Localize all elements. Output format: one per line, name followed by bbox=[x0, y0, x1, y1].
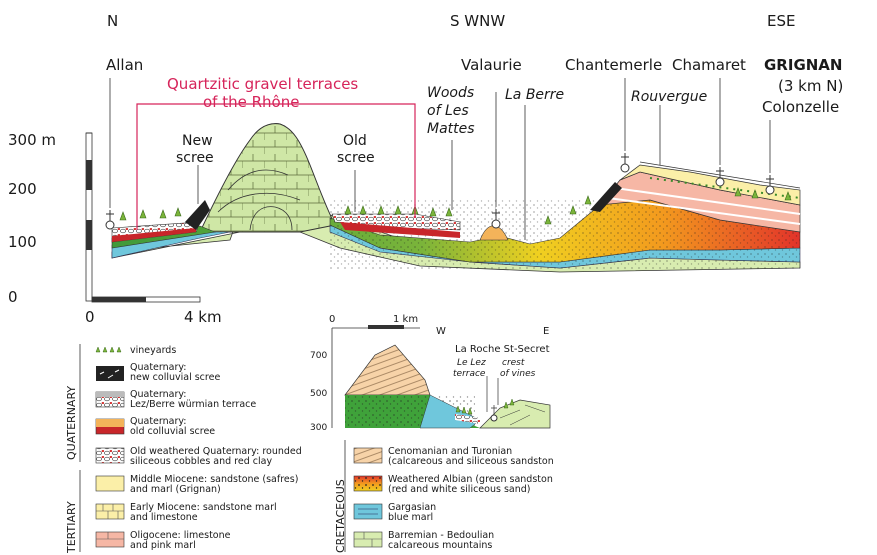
legend-barremian-1: Barremian - Bedoulian bbox=[388, 530, 494, 541]
legend-old-weathered-2: siliceous cobbles and red clay bbox=[130, 456, 272, 467]
legend-gargasian-1: Gargasian bbox=[388, 502, 436, 513]
legend-vineyards: vineyards bbox=[130, 345, 176, 356]
axis-label-0: 0 bbox=[8, 288, 18, 306]
new-scree-label-2: scree bbox=[176, 150, 214, 166]
inset-elev-500: 500 bbox=[310, 389, 327, 399]
gravel-terraces-label-2: of the Rhône bbox=[203, 93, 299, 111]
old-scree-label-1: Old bbox=[343, 133, 367, 149]
group-quaternary: QUATERNARY bbox=[65, 386, 78, 460]
scale-start-label: 0 bbox=[85, 308, 95, 326]
old-scree-label-2: scree bbox=[337, 150, 375, 166]
legend-early-miocene-1: Early Miocene: sandstone marl bbox=[130, 502, 277, 513]
legend-new-scree-1: Quaternary: bbox=[130, 362, 187, 373]
inset-crest-1: crest bbox=[502, 358, 525, 368]
place-rouvergue: Rouvergue bbox=[631, 89, 707, 105]
legend-albian-2: (red and white siliceous sand) bbox=[388, 484, 530, 495]
group-tertiary: TERTIARY bbox=[65, 501, 78, 554]
legend-cenomanian-2: (calcareous and siliceous sandston bbox=[388, 456, 554, 467]
legend-early-miocene-2: and limestone bbox=[130, 512, 198, 523]
direction-s-wnw: S WNW bbox=[450, 12, 505, 30]
anticline-mountain bbox=[199, 123, 336, 233]
legend-old-weathered-1: Old weathered Quaternary: rounded bbox=[130, 446, 302, 457]
place-grignan-distance: (3 km N) bbox=[778, 77, 843, 95]
axis-label-100: 100 bbox=[8, 233, 37, 251]
legend-swatches-left bbox=[95, 346, 125, 548]
inset-w: W bbox=[436, 326, 446, 337]
legend-albian-1: Weathered Albian (green sandston bbox=[388, 474, 553, 485]
vineyard-markers bbox=[119, 187, 792, 225]
legend-lez-terrace-2: Lez/Berre würmian terrace bbox=[130, 399, 256, 410]
inset-elev-300: 300 bbox=[310, 423, 327, 433]
place-valaurie: Valaurie bbox=[461, 56, 522, 74]
legend-middle-miocene-2: and marl (Grignan) bbox=[130, 484, 221, 495]
gravel-terraces-label-1: Quartzitic gravel terraces bbox=[167, 75, 358, 93]
place-grignan: GRIGNAN bbox=[764, 56, 842, 74]
inset-le-lez-1: Le Lez bbox=[457, 358, 486, 368]
inset-elev-700: 700 bbox=[310, 351, 327, 361]
inset-e: E bbox=[543, 326, 549, 337]
inset-scale-end: 1 km bbox=[393, 314, 418, 325]
place-colonzelle: Colonzelle bbox=[762, 98, 839, 116]
legend-middle-miocene-1: Middle Miocene: sandstone (safres) bbox=[130, 474, 298, 485]
inset-le-lez-2: terrace bbox=[453, 369, 486, 379]
horizontal-scale-bar bbox=[91, 296, 201, 303]
place-allan: Allan bbox=[106, 56, 143, 74]
place-chamaret: Chamaret bbox=[672, 56, 746, 74]
legend-gargasian-2: blue marl bbox=[388, 512, 433, 523]
inset-crest-2: of vines bbox=[500, 369, 536, 379]
place-woods-3: Mattes bbox=[427, 121, 475, 137]
direction-ese: ESE bbox=[767, 12, 795, 30]
legend-oligocene-1: Oligocene: limestone bbox=[130, 530, 231, 541]
inset-la-roche: La Roche St-Secret bbox=[455, 344, 550, 355]
legend-cenomanian-1: Cenomanian and Turonian bbox=[388, 446, 512, 457]
gravel-bracket bbox=[136, 103, 416, 230]
legend-lez-terrace-1: Quaternary: bbox=[130, 389, 187, 400]
place-chantemerle: Chantemerle bbox=[565, 56, 662, 74]
new-scree-label-1: New bbox=[182, 133, 213, 149]
inset-scale-start: 0 bbox=[329, 314, 335, 325]
legend-old-scree-1: Quaternary: bbox=[130, 416, 187, 427]
vertical-scale-bar bbox=[85, 132, 93, 302]
legend-oligocene-2: and pink marl bbox=[130, 540, 196, 551]
axis-label-200: 200 bbox=[8, 180, 37, 198]
scale-end-label: 4 km bbox=[184, 308, 222, 326]
inset-section bbox=[331, 325, 551, 429]
axis-label-300: 300 m bbox=[8, 131, 56, 149]
group-cretaceous: CRETACEOUS bbox=[334, 479, 347, 553]
legend-new-scree-2: new colluvial scree bbox=[130, 372, 220, 383]
legend-swatches-right bbox=[353, 447, 383, 548]
village-markers bbox=[105, 153, 775, 230]
place-la-berre: La Berre bbox=[505, 87, 564, 103]
place-woods-2: of Les bbox=[427, 103, 469, 119]
legend-barremian-2: calcareous mountains bbox=[388, 540, 492, 551]
direction-n: N bbox=[107, 12, 118, 30]
legend-old-scree-2: old colluvial scree bbox=[130, 426, 215, 437]
place-woods-1: Woods bbox=[427, 85, 474, 101]
